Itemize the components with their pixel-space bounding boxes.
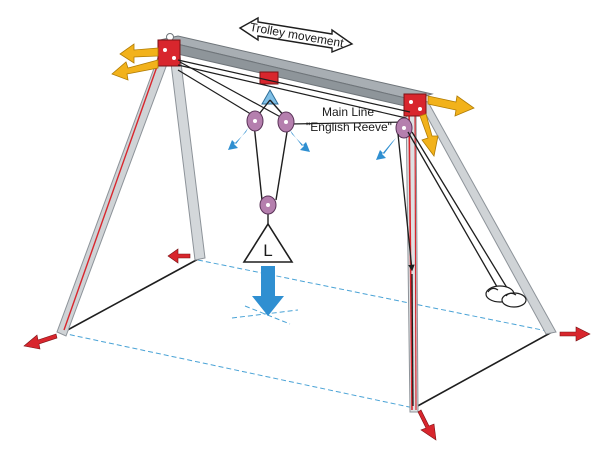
- leg-front-left: [56, 51, 171, 337]
- trolley-movement-label: Trolley movement: [249, 20, 346, 50]
- pulley-right-upper: [277, 111, 295, 133]
- load-label: L: [263, 241, 272, 260]
- beam-ropes: [177, 59, 411, 125]
- down-arrow-icon: [290, 130, 310, 152]
- down-arrow-icon: [376, 138, 396, 160]
- leg-back-right: [417, 99, 557, 335]
- red-arrow-icon: [559, 326, 591, 342]
- pulley-lower: [259, 195, 277, 215]
- ground-outline: [61, 259, 553, 409]
- leg-front-right: [405, 103, 419, 413]
- down-arrow-icon: [228, 128, 248, 150]
- red-arrow-icon: [167, 248, 191, 264]
- trolley-movement-arrow: Trolley movement: [238, 16, 354, 54]
- outward-arrow-icon: [111, 59, 159, 81]
- red-arrow-icon: [23, 333, 58, 350]
- load-down-arrow-icon: [252, 266, 284, 316]
- pulley-left-upper: [246, 110, 264, 132]
- beam-bracket-right: [403, 93, 427, 117]
- down-arrows: [228, 128, 396, 316]
- outward-arrow-icon: [119, 43, 159, 64]
- main-line-label: Main Line: [322, 105, 374, 119]
- leg-back-left: [169, 54, 206, 261]
- outward-arrow-icon: [419, 113, 439, 157]
- beam-bracket-left: [157, 39, 181, 67]
- reeve-label: "English Reeve": [306, 120, 392, 134]
- outward-arrows: [111, 43, 475, 157]
- ground-arrows: [23, 248, 591, 441]
- load-triangle: L: [242, 222, 294, 263]
- outward-arrow-icon: [427, 95, 475, 117]
- red-arrow-icon: [417, 409, 437, 441]
- fall-rope: [397, 131, 513, 407]
- hands-icon: [485, 285, 527, 308]
- ground-ropes: [61, 257, 553, 409]
